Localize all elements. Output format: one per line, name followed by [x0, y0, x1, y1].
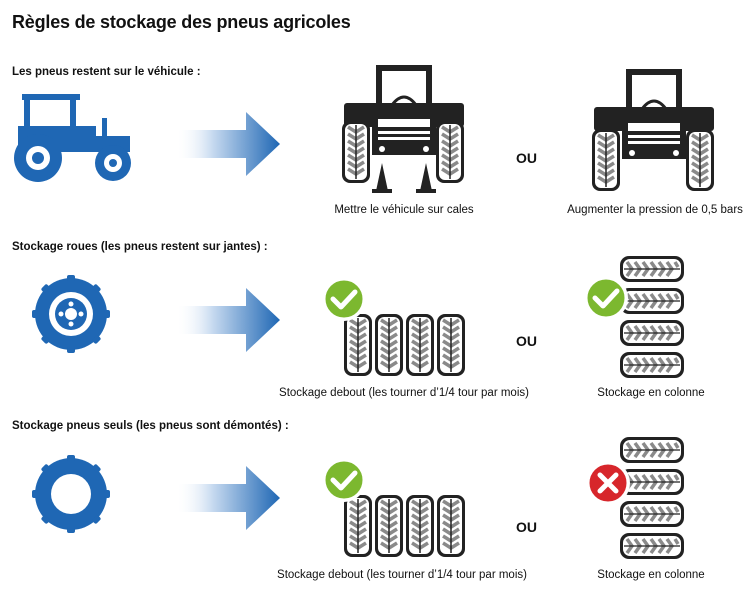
wheel-with-rim-icon	[15, 258, 127, 370]
caption-upright-wheels: Stockage debout (les tourner d’1/4 tour …	[279, 387, 529, 399]
check-icon	[322, 277, 366, 321]
section-label-tires: Stockage pneus seuls (les pneus sont dém…	[12, 420, 289, 432]
stacked-tires-icon	[618, 254, 686, 380]
tire-only-icon	[15, 438, 127, 550]
right-arrow-icon	[176, 112, 282, 176]
check-icon	[584, 276, 628, 320]
separator-ou: OU	[516, 150, 537, 166]
right-arrow-icon	[176, 288, 282, 352]
separator-ou: OU	[516, 519, 537, 535]
caption-pressure: Augmenter la pression de 0,5 bars	[567, 204, 743, 216]
tractor-icon	[10, 90, 135, 185]
upright-tires-icon	[342, 312, 468, 378]
upright-tires-icon	[342, 493, 468, 559]
tractor-front-icon	[590, 69, 716, 195]
caption-vehicle-stands: Mettre le véhicule sur cales	[334, 204, 474, 216]
page-title: Règles de stockage des pneus agricoles	[12, 12, 351, 32]
cross-icon	[586, 461, 630, 505]
caption-upright-tires: Stockage debout (les tourner d’1/4 tour …	[277, 569, 527, 581]
right-arrow-icon	[176, 466, 282, 530]
separator-ou: OU	[516, 333, 537, 349]
check-icon	[322, 458, 366, 502]
tractor-on-stands-icon	[340, 65, 468, 197]
section-label-wheels: Stockage roues (les pneus restent sur ja…	[12, 241, 268, 253]
section-label-vehicle: Les pneus restent sur le véhicule :	[12, 66, 201, 78]
caption-column-wheels: Stockage en colonne	[597, 387, 705, 399]
caption-column-tires: Stockage en colonne	[597, 569, 705, 581]
